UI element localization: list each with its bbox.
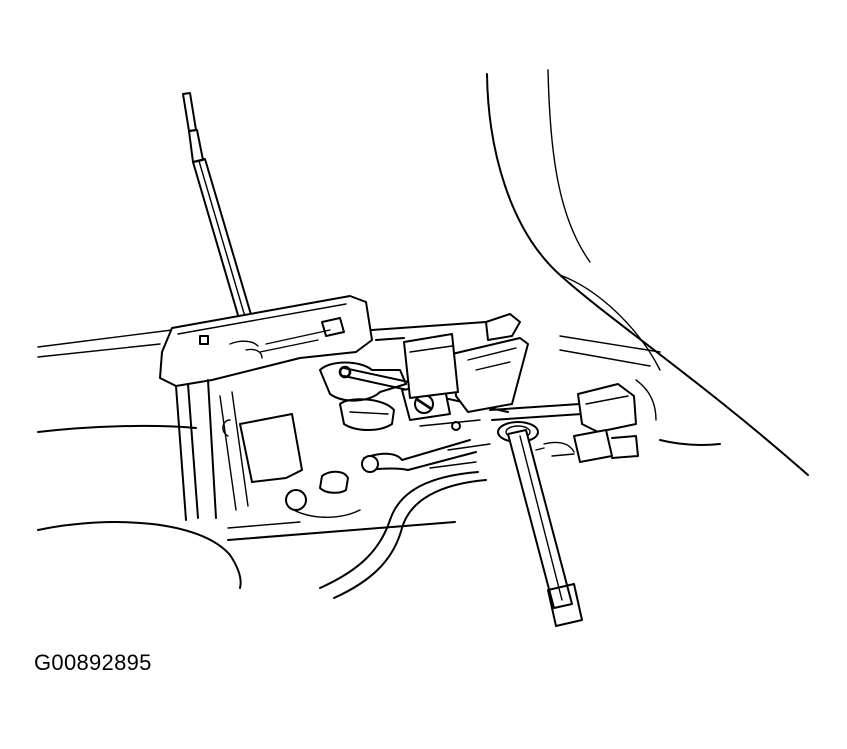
shift-lever-box (371, 313, 529, 413)
shifter-bracket-housing (159, 295, 373, 521)
upper-shift-rod (182, 92, 265, 345)
lower-shift-rod (497, 421, 583, 627)
shift-cable-and-connector (489, 379, 657, 463)
wire-harness (319, 461, 487, 599)
floor-panel-outlines (37, 69, 809, 589)
figure-code-label: G00892895 (34, 650, 152, 675)
